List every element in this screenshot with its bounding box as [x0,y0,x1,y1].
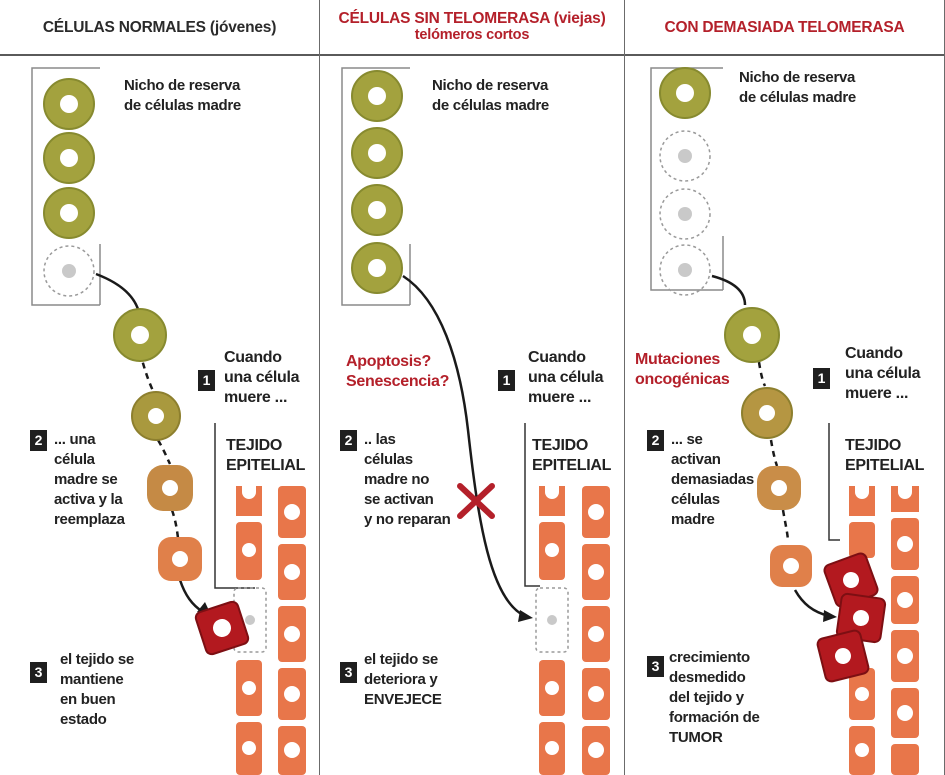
panel-normal-cells: CÉLULAS NORMALES (jóvenes) [0,0,320,775]
epithelial-tissue [236,486,306,775]
empty-cell-slot [659,130,711,182]
stem-cell-niche [341,67,410,306]
step-3-text: el tejido se mantiene en buen estado [60,651,134,728]
step-2-text: .. las células madre no se activan y no … [364,431,451,528]
stem-cell [659,67,711,119]
step-2-badge: 2 [340,430,357,451]
differentiating-cell [757,466,801,510]
migrating-stem-cell [724,307,780,363]
stem-cell-niche [31,67,100,306]
step-1-text: Cuando una célula muere ... [845,345,921,402]
stem-cell [43,187,95,239]
empty-cell-slot [43,245,95,297]
differentiating-cell [158,537,202,581]
epithelial-tissue [539,486,610,775]
step-2-badge: 2 [30,430,47,451]
step-3-badge: 3 [30,662,47,683]
niche-label: Nicho de reserva de células madre [432,77,549,114]
migrating-stem-cell [741,387,793,439]
step-3-badge: 3 [647,656,664,677]
step-3-text: el tejido se deteriora y ENVEJECE [364,651,442,708]
niche-label: Nicho de reserva de células madre [124,77,241,114]
replacing-cell [194,600,250,656]
step-2-badge: 2 [647,430,664,451]
panel-title: CÉLULAS NORMALES (jóvenes) [0,0,319,56]
panel-no-telomerase: CÉLULAS SIN TELOMERASA (viejas) telómero… [320,0,625,775]
blocked-cross-icon [457,483,495,519]
step-2-text: ... se activan demasiadas células madre [671,431,754,528]
stem-cell [351,70,403,122]
failed-migration-arrow [402,274,526,618]
panel-title: CON DEMASIADA TELOMERASA [625,0,944,56]
niche-label: Nicho de reserva de células madre [739,69,856,106]
stem-cell [43,132,95,184]
panel-excess-telomerase: CON DEMASIADA TELOMERASA [625,0,945,775]
empty-cell-slot [659,244,711,296]
tissue-label: TEJIDO EPITELIAL [226,437,306,474]
mutation-annotation: Mutaciones oncogénicas [635,351,730,388]
step-1-text: Cuando una célula muere ... [224,349,300,406]
migration-arrow [711,274,747,306]
stem-cell [351,184,403,236]
panel-title: CÉLULAS SIN TELOMERASA (viejas) telómero… [320,0,624,56]
step-2-text: ... una célula madre se activa y la reem… [54,431,125,528]
stem-cell [351,127,403,179]
dead-cell-slot [535,587,569,653]
migrating-stem-cell [131,391,181,441]
migrating-stem-cell [113,308,167,362]
step-3-text: crecimiento desmedido del tejido y forma… [669,649,760,746]
tissue-label: TEJIDO EPITELIAL [845,437,925,474]
epithelial-tissue [849,486,919,775]
panel-illustration [650,67,919,775]
step-1-badge: 1 [198,370,215,391]
panel-illustration [341,67,610,775]
step-1-badge: 1 [813,368,830,389]
tissue-label: TEJIDO EPITELIAL [532,437,612,474]
stem-cell [351,242,403,294]
differentiating-cell [770,545,812,587]
step-1-text: Cuando una célula muere ... [528,349,604,406]
step-3-badge: 3 [340,662,357,683]
tumor-cell-cluster [816,552,887,683]
panel-illustration [31,67,306,775]
empty-cell-slot [659,188,711,240]
differentiating-cell [147,465,193,511]
stem-cell [43,78,95,130]
fate-annotation: Apoptosis? Senescencia? [346,353,450,390]
step-1-badge: 1 [498,370,515,391]
